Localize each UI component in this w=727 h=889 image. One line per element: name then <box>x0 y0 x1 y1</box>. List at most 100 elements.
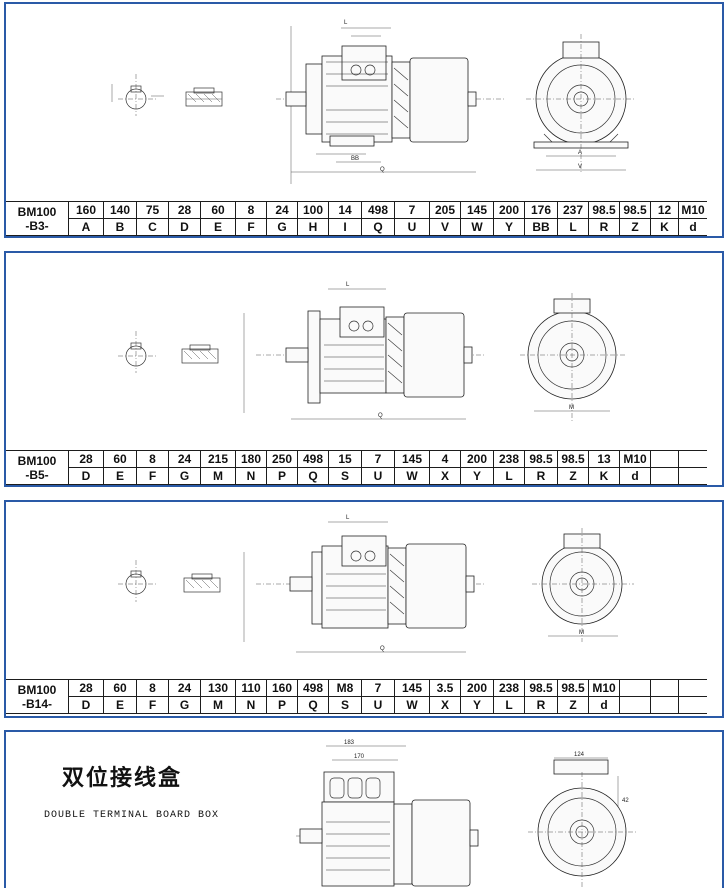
motor-front-view: M <box>520 293 626 421</box>
spec-letter: V <box>429 218 461 236</box>
spec-value: 98.5 <box>524 679 558 697</box>
spec-letter: F <box>136 696 169 714</box>
spec-letter: Y <box>493 218 525 236</box>
spec-letter: X <box>429 467 461 485</box>
spec-letter: D <box>68 696 104 714</box>
spec-letter: R <box>588 218 620 236</box>
spec-letter: Q <box>361 218 395 236</box>
svg-text:L: L <box>346 282 350 288</box>
spec-letter: C <box>136 218 169 236</box>
spec-value: 110 <box>235 679 267 697</box>
spec-value: M8 <box>328 679 362 697</box>
shaft-section-detail <box>118 560 156 602</box>
b14-spec-table: BM100-B14- 28 60 8 24 130 110 160 498 M8… <box>6 679 707 714</box>
spec-value: 98.5 <box>619 201 651 219</box>
spec-letter: U <box>361 696 395 714</box>
spec-letter: Q <box>297 467 329 485</box>
svg-text:BB: BB <box>351 156 359 162</box>
spec-letter <box>678 467 707 485</box>
spec-value: 28 <box>168 201 201 219</box>
spec-letter: H <box>297 218 329 236</box>
spec-letter: E <box>103 696 137 714</box>
spec-letter: U <box>361 467 395 485</box>
spec-value: 250 <box>266 450 298 468</box>
spec-value: 200 <box>460 679 494 697</box>
b5-spec-table: BM100-B5- 28 60 8 24 215 180 250 498 15 … <box>6 450 707 485</box>
keyway-detail <box>185 87 223 107</box>
spec-letter: F <box>235 218 267 236</box>
spec-value: 215 <box>200 450 236 468</box>
motor-side-view: L Q BB <box>276 20 506 184</box>
spec-letter: N <box>235 696 267 714</box>
motor-front-view: A V <box>526 34 636 174</box>
shaft-section-detail <box>111 74 164 116</box>
spec-letter: R <box>524 696 558 714</box>
spec-letter: Z <box>557 696 589 714</box>
spec-value: 14 <box>328 201 362 219</box>
spec-letter: P <box>266 696 298 714</box>
keyway-detail <box>183 573 221 593</box>
b14-drawing: Q L M <box>118 515 634 653</box>
spec-value: 238 <box>493 679 525 697</box>
spec-value: M10 <box>678 201 707 219</box>
spec-letter: BB <box>524 218 558 236</box>
spec-value: 200 <box>493 201 525 219</box>
spec-letter: D <box>168 218 201 236</box>
shaft-section-detail <box>118 331 156 373</box>
spec-letter: L <box>493 696 525 714</box>
spec-letter <box>650 696 679 714</box>
spec-letter: G <box>168 696 201 714</box>
spec-letter: d <box>588 696 620 714</box>
spec-value: 98.5 <box>557 450 589 468</box>
spec-letter <box>678 696 707 714</box>
spec-letter: A <box>68 218 104 236</box>
spec-value: 205 <box>429 201 461 219</box>
spec-letter: B <box>103 218 137 236</box>
svg-text:L: L <box>346 515 350 521</box>
spec-letter: L <box>493 467 525 485</box>
terminal-box-title-cn: 双位接线盒 <box>62 766 183 791</box>
b3-model-cell: BM100-B3- <box>6 201 69 236</box>
spec-value <box>678 679 707 697</box>
spec-letter: K <box>650 218 679 236</box>
spec-value: M10 <box>588 679 620 697</box>
spec-value: 15 <box>328 450 362 468</box>
motor-side-view: Q L <box>243 515 486 653</box>
motor-side-view: Q L <box>243 282 486 420</box>
spec-letter: R <box>524 467 558 485</box>
spec-value: M10 <box>619 450 651 468</box>
spec-value: 98.5 <box>588 201 620 219</box>
spec-letter: Z <box>557 467 589 485</box>
spec-value: 180 <box>235 450 267 468</box>
spec-value: 28 <box>68 679 104 697</box>
spec-letter: Y <box>460 467 494 485</box>
spec-value: 498 <box>297 679 329 697</box>
spec-value: 75 <box>136 201 169 219</box>
b5-model-cell: BM100-B5- <box>6 450 69 485</box>
svg-text:Q: Q <box>380 646 385 652</box>
spec-value: 100 <box>297 201 329 219</box>
motor-front-view: 124 42 <box>528 752 636 888</box>
panel-b3: L Q BB A V BM100-B3- 160 140 <box>4 2 724 238</box>
spec-letter: I <box>328 218 362 236</box>
spec-value: 24 <box>168 679 201 697</box>
spec-letter: G <box>168 467 201 485</box>
keyway-detail <box>181 344 219 364</box>
spec-letter: N <box>235 467 267 485</box>
spec-letter: S <box>328 696 362 714</box>
b5-drawing: Q L M <box>118 282 626 421</box>
spec-letter: d <box>678 218 707 236</box>
spec-letter: W <box>394 467 430 485</box>
svg-text:M: M <box>579 630 584 636</box>
spec-value: 98.5 <box>557 679 589 697</box>
spec-value: 498 <box>297 450 329 468</box>
dim-124: 124 <box>574 752 585 758</box>
motor-side-view: 183 170 <box>296 740 479 887</box>
dim-170: 170 <box>354 754 365 760</box>
panel-b5: Q L M BM100-B5- 28 60 8 24 215 180 250 <box>4 251 724 487</box>
b3-spec-table: BM100-B3- 160 140 75 28 60 8 24 100 14 4… <box>6 201 707 236</box>
spec-letter: Z <box>619 218 651 236</box>
spec-letter: E <box>200 218 236 236</box>
spec-letter: M <box>200 696 236 714</box>
spec-value: 7 <box>361 679 395 697</box>
